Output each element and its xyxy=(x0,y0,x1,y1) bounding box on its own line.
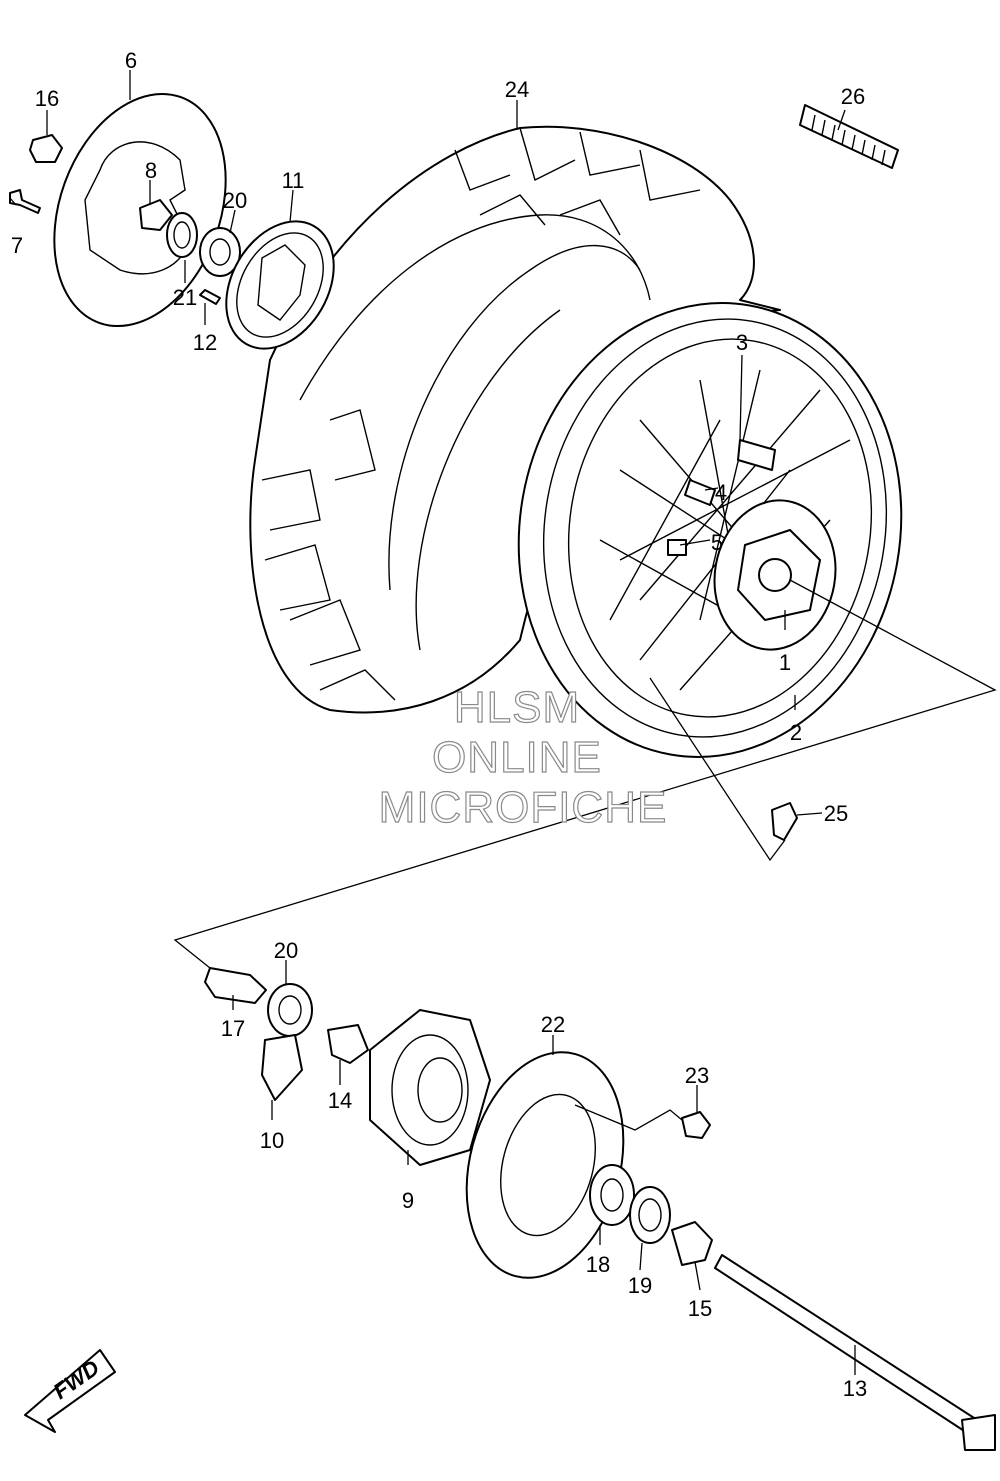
bush-8 xyxy=(139,199,173,231)
bolt-7 xyxy=(9,189,41,214)
nut-23 xyxy=(681,1111,711,1139)
callout-19: 19 xyxy=(628,1273,652,1298)
watermark: HLSM ONLINE MICROFICHE xyxy=(378,682,668,832)
callout-2: 2 xyxy=(790,720,802,745)
bolt-16 xyxy=(29,134,63,163)
callout-24: 24 xyxy=(505,77,529,102)
spacer-15 xyxy=(671,1221,713,1266)
callout-21: 21 xyxy=(173,285,197,310)
callout-7: 7 xyxy=(11,233,23,258)
callout-5: 5 xyxy=(711,530,723,555)
callout-23: 23 xyxy=(685,1063,709,1088)
callout-4: 4 xyxy=(715,480,727,505)
valve-25 xyxy=(771,802,798,841)
callout-15: 15 xyxy=(688,1296,712,1321)
callout-20-bottom: 20 xyxy=(274,938,298,963)
watermark-line-1: HLSM xyxy=(454,683,580,732)
callout-16: 16 xyxy=(35,86,59,111)
bearing-18 xyxy=(589,1164,635,1226)
sensor-ring xyxy=(225,220,335,350)
fwd-arrow: FWD xyxy=(24,1349,116,1433)
sprocket-drum-9 xyxy=(369,1009,491,1166)
callout-3: 3 xyxy=(736,330,748,355)
callout-8: 8 xyxy=(145,158,157,183)
leader-lines xyxy=(9,70,997,1375)
spacer-17 xyxy=(204,967,267,1004)
oil-seal-19 xyxy=(629,1186,671,1244)
watermark-line-2: ONLINE xyxy=(432,733,602,782)
callout-1: 1 xyxy=(779,650,791,675)
callout-6: 6 xyxy=(125,48,137,73)
rim-assembly xyxy=(517,302,903,758)
watermark-line-3: MICROFICHE xyxy=(379,783,668,832)
callout-9: 9 xyxy=(402,1188,414,1213)
oil-seal-21 xyxy=(166,212,198,258)
callout-26: 26 xyxy=(841,84,865,109)
callout-20-top: 20 xyxy=(223,188,247,213)
bearing-20-top xyxy=(199,227,241,277)
screw-12 xyxy=(199,289,221,305)
bearing-20-bottom xyxy=(267,983,313,1037)
callout-18: 18 xyxy=(586,1252,610,1277)
callout-14: 14 xyxy=(328,1088,352,1113)
damper-10 xyxy=(261,1034,303,1101)
callout-17: 17 xyxy=(221,1016,245,1041)
axle-13 xyxy=(714,1254,986,1441)
callout-10: 10 xyxy=(260,1128,284,1153)
callouts: 1 2 3 4 5 6 7 8 9 10 11 12 13 14 15 16 1… xyxy=(11,48,867,1401)
callout-25: 25 xyxy=(824,801,848,826)
callout-12: 12 xyxy=(193,330,217,355)
callout-13: 13 xyxy=(843,1376,867,1401)
callout-11: 11 xyxy=(282,168,305,193)
bush-14 xyxy=(327,1024,369,1064)
callout-22: 22 xyxy=(541,1012,565,1037)
